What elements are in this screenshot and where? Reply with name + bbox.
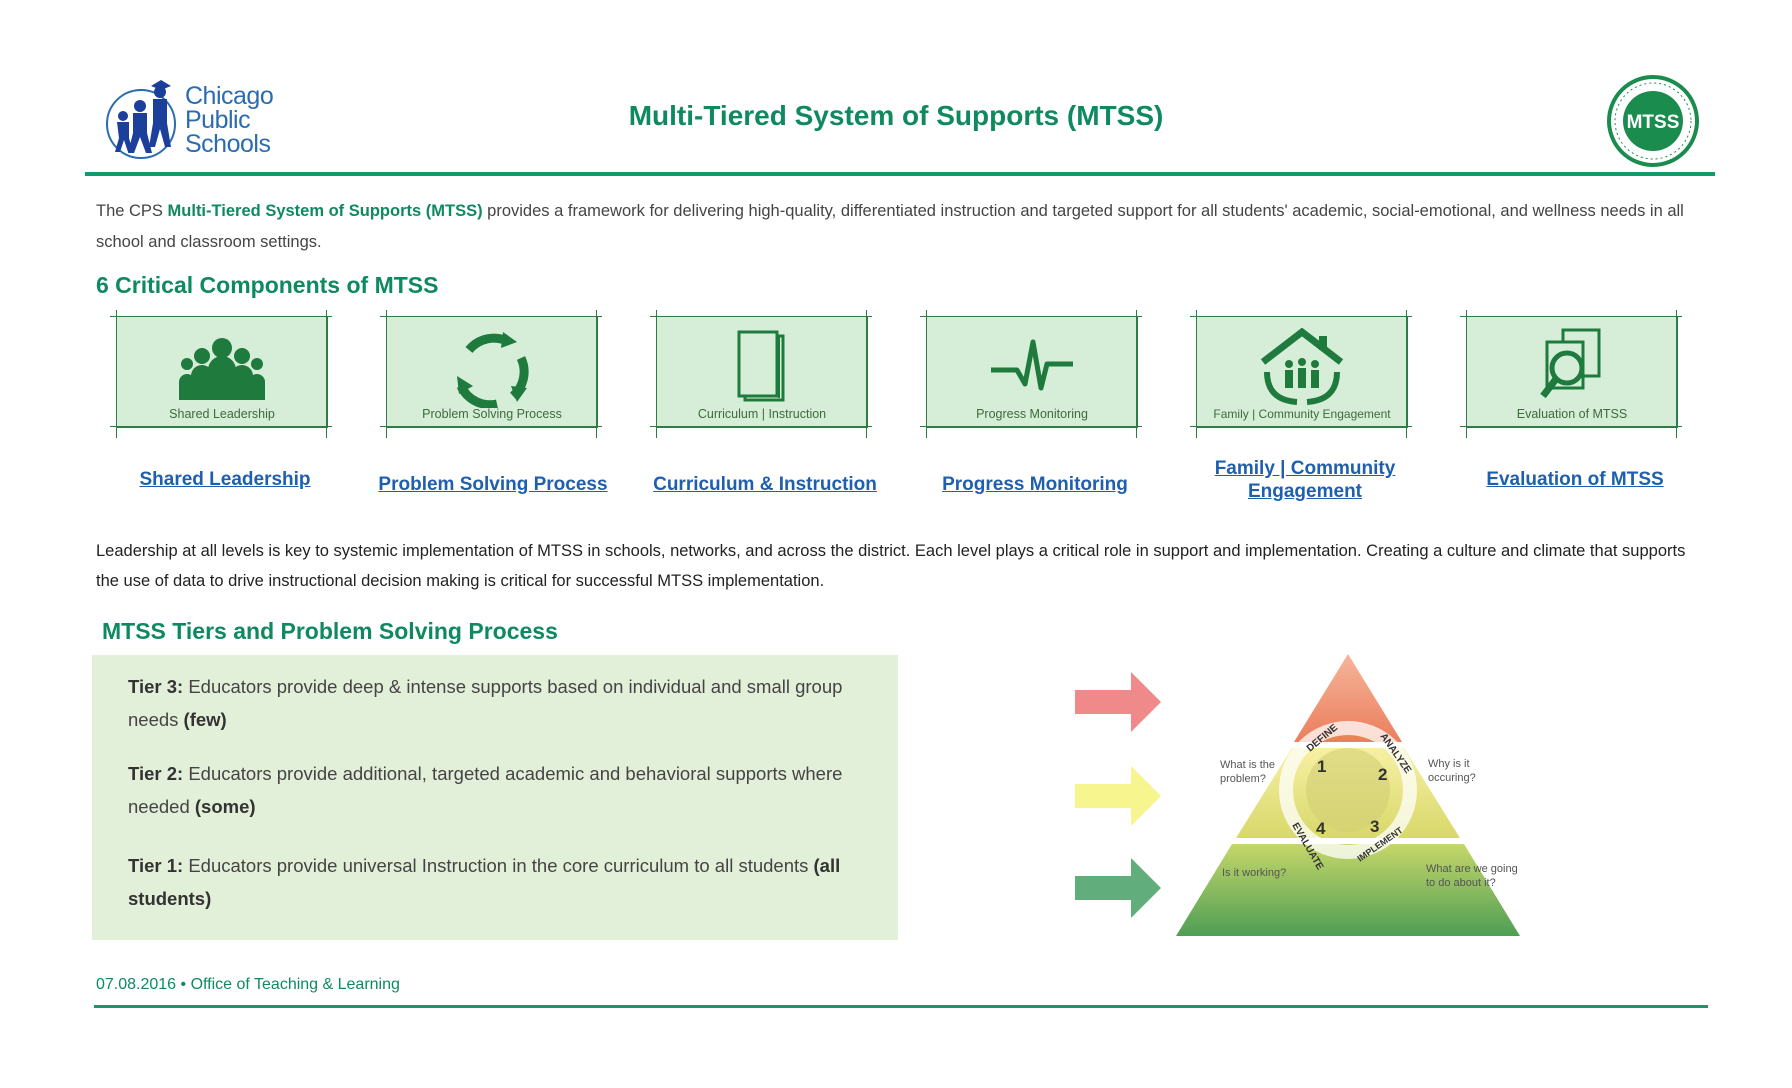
problem-solving-cycle bbox=[1279, 721, 1417, 859]
tier-2-arrow-icon bbox=[1075, 766, 1161, 826]
book-icon bbox=[737, 330, 785, 402]
card-caption: Shared Leadership bbox=[169, 407, 275, 421]
link-curriculum-instruction[interactable]: Curriculum & Instruction bbox=[653, 474, 877, 495]
component-card-shared-leadership: Shared Leadership bbox=[110, 310, 340, 438]
pyramid-tier-3 bbox=[1294, 654, 1402, 742]
intro-highlight: Multi-Tiered System of Supports (MTSS) bbox=[167, 202, 483, 220]
link-family-community-engagement[interactable]: Family | Community Engagement bbox=[1214, 458, 1396, 502]
step-1-number: 1 bbox=[1317, 757, 1326, 776]
header-divider bbox=[85, 172, 1715, 176]
cps-logo: Chicago Public Schools bbox=[105, 72, 305, 162]
cps-logo-figures-icon bbox=[106, 80, 176, 159]
component-card-evaluation: Evaluation of MTSS bbox=[1460, 310, 1690, 438]
card-caption: Evaluation of MTSS bbox=[1516, 407, 1628, 421]
link-progress-monitoring[interactable]: Progress Monitoring bbox=[942, 474, 1128, 495]
component-card-progress-monitoring: Progress Monitoring bbox=[920, 310, 1150, 438]
intro-paragraph: The CPS Multi-Tiered System of Supports … bbox=[96, 202, 1684, 251]
tiers-heading: MTSS Tiers and Problem Solving Process bbox=[102, 618, 558, 644]
mtss-badge: MTSS bbox=[1606, 74, 1700, 168]
question-is-it-working: Is it working? bbox=[1222, 867, 1286, 879]
link-problem-solving-process[interactable]: Problem Solving Process bbox=[378, 474, 608, 495]
leadership-paragraph: Leadership at all levels is key to syste… bbox=[96, 542, 1686, 590]
tier-2-text: Tier 2: Educators provide additional, ta… bbox=[128, 763, 843, 817]
tier-3-arrow-icon bbox=[1075, 672, 1161, 732]
magnifier-document-icon bbox=[1540, 328, 1601, 399]
tier-1-text: Tier 1: Educators provide universal Inst… bbox=[128, 855, 841, 909]
step-3-number: 3 bbox=[1370, 817, 1379, 836]
components-heading: 6 Critical Components of MTSS bbox=[96, 272, 439, 298]
mtss-pyramid-diagram: 1 2 3 4 DEFINE ANALYZE IMPLEMENT EVALUAT… bbox=[1075, 654, 1520, 936]
cycle-arrows-icon bbox=[456, 332, 529, 408]
step-4-number: 4 bbox=[1316, 819, 1326, 838]
home-family-icon bbox=[1260, 328, 1344, 405]
footer-divider bbox=[94, 1005, 1708, 1008]
link-shared-leadership[interactable]: Shared Leadership bbox=[139, 469, 311, 490]
component-card-family-community: Family | Community Engagement bbox=[1190, 310, 1420, 438]
card-caption: Curriculum | Instruction bbox=[697, 407, 827, 421]
card-caption: Progress Monitoring bbox=[976, 407, 1088, 421]
badge-text: MTSS bbox=[1627, 112, 1680, 133]
page-title: Multi-Tiered System of Supports (MTSS) bbox=[628, 100, 1164, 131]
step-2-number: 2 bbox=[1378, 765, 1387, 784]
component-card-problem-solving: Problem Solving Process bbox=[380, 310, 610, 438]
cps-logo-text: Chicago Public Schools bbox=[185, 82, 274, 158]
card-caption: Family | Community Engagement bbox=[1213, 407, 1391, 421]
tier-3-text: Tier 3: Educators provide deep & intense… bbox=[128, 676, 843, 730]
pyramid-tier-1 bbox=[1176, 844, 1520, 936]
tiers-panel bbox=[92, 655, 898, 940]
footer-text: 07.08.2016 • Office of Teaching & Learni… bbox=[96, 976, 400, 993]
group-icon bbox=[179, 338, 265, 400]
card-caption: Problem Solving Process bbox=[422, 407, 562, 421]
link-evaluation-of-mtss[interactable]: Evaluation of MTSS bbox=[1486, 469, 1664, 490]
pulse-icon bbox=[991, 339, 1073, 391]
component-card-curriculum: Curriculum | Instruction bbox=[650, 310, 880, 438]
tier-1-arrow-icon bbox=[1075, 858, 1161, 918]
